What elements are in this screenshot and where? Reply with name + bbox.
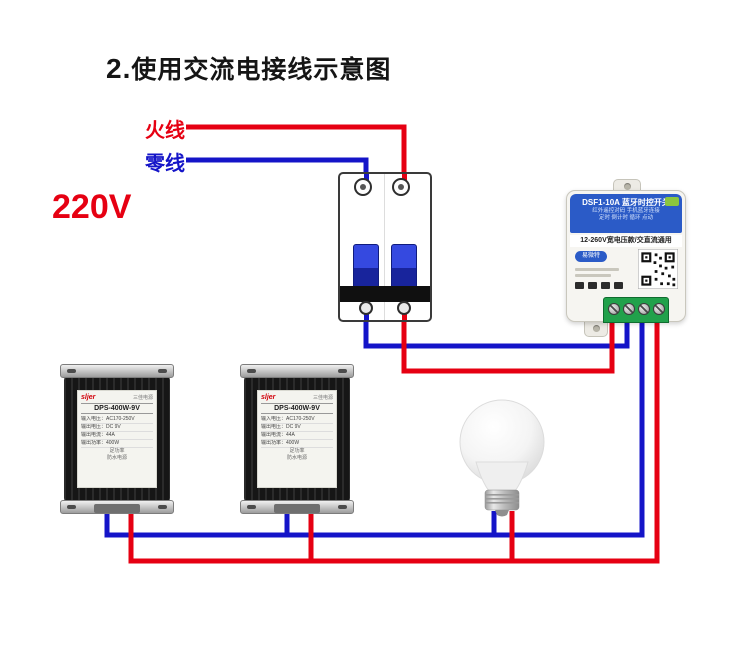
psu-footer: 防水电源 — [106, 455, 127, 461]
controller-button-row — [575, 282, 623, 289]
bulb-screw-base — [484, 489, 520, 511]
circuit-breaker — [338, 172, 432, 322]
psu-label: sljer 三佳电源 DPS-400W-9V 输入电压：AC170-250V 输… — [77, 390, 157, 488]
psu-mount-flange — [240, 364, 354, 378]
page-title: 2.使用交流电接线示意图 — [106, 50, 391, 86]
live-wire-bus — [128, 318, 660, 564]
controller-brand-logo: 易微特 — [575, 251, 607, 262]
psu-wire-connector — [94, 504, 140, 513]
psu-brand: sljer — [261, 394, 276, 401]
psu-spec: 输出功率：400W — [261, 440, 333, 448]
breaker-switch-lever — [353, 244, 379, 290]
neutral-wire-bus — [104, 318, 645, 538]
psu-spec: 输出电压：DC 9V — [81, 424, 153, 432]
psu-footer: 足功率 — [289, 448, 305, 454]
led-power-supply-2: sljer 三佳电源 DPS-400W-9V 输入电压：AC170-250V 输… — [240, 364, 354, 514]
terminal-screw — [623, 303, 635, 315]
controller-voltage-strip: 12-260V宽电压款/交直流通用 — [570, 235, 682, 247]
controller-terminal-block — [603, 297, 669, 323]
psu-spec: 输入电压：AC170-250V — [261, 416, 333, 424]
psu-footer: 防水电源 — [286, 455, 307, 461]
psu-wire-connector — [274, 504, 320, 513]
breaker-input-terminal-live — [392, 178, 410, 196]
bulb-contact-tip — [495, 510, 509, 517]
controller-fine-print — [575, 274, 611, 277]
psu-model: DPS-400W-9V — [261, 403, 333, 414]
breaker-output-terminal-live — [397, 301, 411, 315]
controller-button — [575, 282, 584, 289]
breaker-output-terminal-neutral — [359, 301, 373, 315]
psu-mount-flange — [60, 364, 174, 378]
controller-button — [614, 282, 623, 289]
screw-ridge — [485, 502, 519, 504]
breaker-label-band — [340, 286, 430, 302]
psu-spec: 输出电流：44A — [261, 432, 333, 440]
psu-model: DPS-400W-9V — [81, 403, 153, 414]
psu-spec: 输出功率：400W — [81, 440, 153, 448]
psu-brand-sub: 三佳电源 — [132, 395, 153, 401]
controller-button — [588, 282, 597, 289]
breaker-input-terminal-neutral — [354, 178, 372, 196]
live-wire-label: 火线 — [145, 120, 185, 142]
psu-spec: 输出电压：DC 9V — [261, 424, 333, 432]
breaker-switch-lever — [391, 244, 417, 290]
led-power-supply-1: sljer 三佳电源 DPS-400W-9V 输入电压：AC170-250V 输… — [60, 364, 174, 514]
terminal-screw — [638, 303, 650, 315]
controller-model: DSF1-10A 蓝牙时控开关 — [582, 198, 670, 207]
neutral-wire-label: 零线 — [145, 153, 185, 175]
psu-footer: 足功率 — [109, 448, 125, 454]
live-wire-breaker-to-controller — [401, 318, 615, 374]
voltage-label: 220V — [52, 188, 132, 226]
controller-button — [601, 282, 610, 289]
screw-ridge — [485, 498, 519, 500]
breaker-pole-divider — [384, 174, 385, 320]
neutral-wire-breaker-to-controller — [363, 318, 630, 349]
bulb-neck — [475, 461, 529, 492]
bluetooth-timer-controller: DSF1-10A 蓝牙时控开关 红外遥控对码 手机蓝牙连接 定时 倒计时 循环 … — [566, 190, 686, 323]
terminal-screw — [653, 303, 665, 315]
controller-fine-print — [575, 268, 619, 271]
live-wire-input — [186, 124, 407, 186]
title-number: 2. — [106, 53, 132, 84]
terminal-screw — [608, 303, 620, 315]
screw-ridge — [485, 494, 519, 496]
controller-header: DSF1-10A 蓝牙时控开关 红外遥控对码 手机蓝牙连接 定时 倒计时 循环 … — [570, 194, 682, 233]
controller-corner-badge — [665, 197, 679, 206]
title-text: 使用交流电接线示意图 — [131, 56, 392, 84]
qr-code — [638, 249, 678, 289]
psu-brand-sub: 三佳电源 — [312, 395, 333, 401]
led-bulb — [459, 399, 545, 517]
controller-feature-line: 定时 倒计时 循环 点动 — [598, 215, 654, 221]
psu-spec: 输出电流：44A — [81, 432, 153, 440]
controller-feature-line: 红外遥控对码 手机蓝牙连接 — [592, 208, 660, 214]
psu-spec: 输入电压：AC170-250V — [81, 416, 153, 424]
psu-brand: sljer — [81, 394, 96, 401]
psu-label: sljer 三佳电源 DPS-400W-9V 输入电压：AC170-250V 输… — [257, 390, 337, 488]
